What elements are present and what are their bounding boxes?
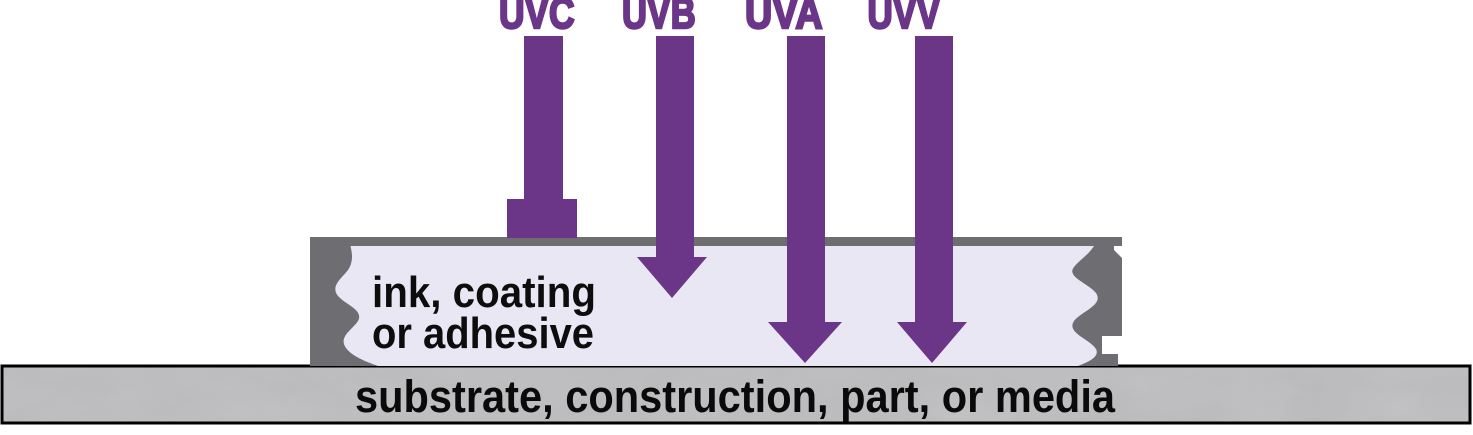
uv-arrows	[507, 36, 967, 363]
uvv-arrow-stem	[915, 36, 953, 323]
uvv-arrow	[897, 36, 967, 363]
uva-arrow-stem	[787, 36, 825, 323]
uvb-arrow-stem	[656, 36, 694, 258]
uva-arrowhead	[768, 322, 842, 363]
coating-top-border	[310, 237, 1122, 246]
uv-band-labels: UVC UVB UVA UVV	[498, 0, 942, 39]
substrate-label: substrate, construction, part, or media	[355, 371, 1116, 422]
coating-left-edge	[310, 237, 378, 366]
uvb-arrowhead	[637, 257, 707, 298]
uva-label: UVA	[745, 0, 823, 38]
uvv-arrowhead	[897, 322, 967, 363]
uva-arrow	[768, 36, 842, 363]
uvc-arrow	[507, 36, 577, 238]
uvc-arrow-terminator	[507, 199, 577, 238]
uvv-label: UVV	[868, 0, 941, 38]
substrate-layer	[0, 364, 1472, 425]
uvb-label: UVB	[622, 0, 696, 38]
coating-torn-edges	[310, 237, 1122, 366]
coating-fill	[320, 240, 1100, 366]
coating-label-line1: ink, coating	[372, 268, 596, 317]
coating-label-line2: or adhesive	[372, 309, 594, 358]
uvc-label: UVC	[499, 0, 575, 38]
uvc-arrow-stem	[524, 36, 563, 199]
uvb-arrow	[637, 36, 707, 298]
coating-right-edge	[1072, 237, 1122, 366]
coating-layer: ink, coating or adhesive	[310, 237, 1122, 366]
substrate-texture	[2, 366, 1470, 423]
